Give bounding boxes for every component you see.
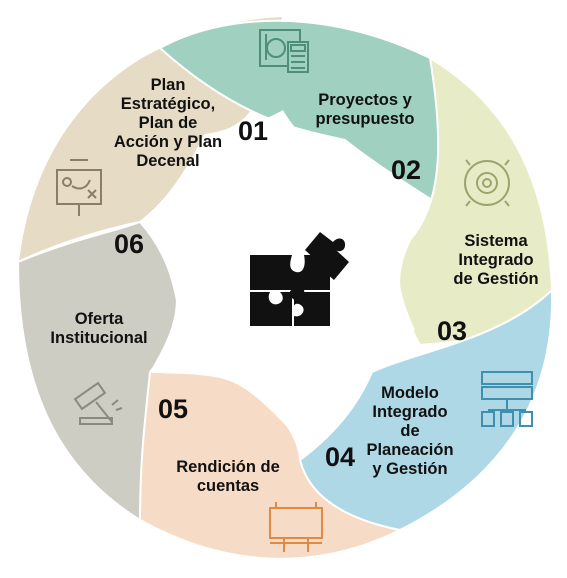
segment-02-number: 02 (391, 155, 422, 185)
segment-01-label: Plan Estratégico, Plan de Acción y Plan … (113, 76, 223, 170)
segment-01-number: 01 (238, 116, 269, 146)
server-network-icon (481, 371, 533, 427)
segment-03-label: Sistema Integrado de Gestión (453, 232, 539, 288)
blueprint-calculator-icon (259, 29, 309, 73)
gavel-icon (73, 381, 123, 425)
gear-cycle-icon (464, 159, 510, 207)
segment-05-number: 05 (158, 394, 189, 424)
billboard-icon (269, 502, 323, 552)
presentation-board-icon (56, 159, 102, 216)
segment-03-number: 03 (437, 316, 468, 346)
segment-02-label: Proyectos y presupuesto (315, 91, 415, 128)
segment-05-label: Rendición de cuentas (176, 458, 280, 495)
segment-06-number: 06 (114, 229, 145, 259)
segment-04-number: 04 (325, 442, 356, 472)
segment-04-label: Modelo Integrado de Planeación y Gestión (366, 384, 454, 478)
puzzle-pieces-icon (250, 232, 349, 326)
segment-06-label: Oferta Institucional (50, 310, 148, 347)
